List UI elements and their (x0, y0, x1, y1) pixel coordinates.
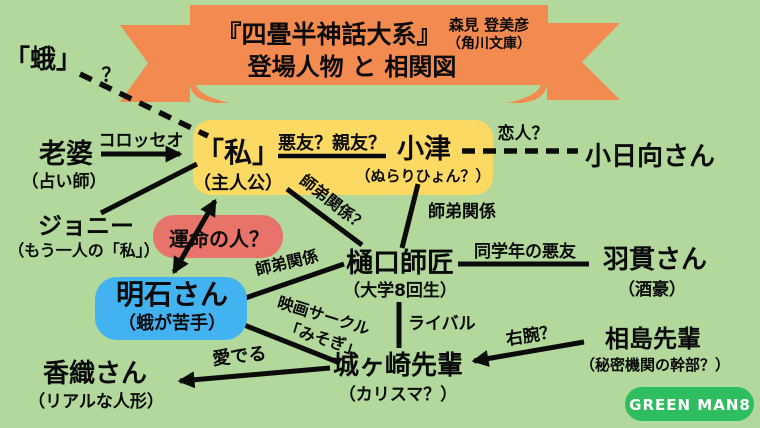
character-hanuki: 羽貫さん (603, 245, 707, 275)
banner-title-line2: 登場人物 と 相関図 (247, 53, 457, 81)
credit-badge: GREEN MAN8 (625, 387, 754, 421)
character-johnny-note: （もう一人の「私」） (8, 241, 160, 260)
banner-left-tail (120, 25, 190, 102)
label-unmei-no-hito: 運命の人？ (169, 227, 269, 251)
title-banner: 『四畳半神話大系』 登場人物 と 相関図 森見 登美彦 （角川文庫） (120, 5, 620, 103)
edge-ga-watashi (78, 71, 210, 139)
character-kaori-note: （リアルな人形） (28, 391, 164, 412)
banner-body (190, 5, 548, 85)
character-jogasaki: 城ヶ崎先輩 (333, 351, 463, 381)
character-johnny: ジョニー (38, 212, 134, 240)
badge-label: GREEN MAN8 (629, 396, 751, 414)
character-ga: 「蛾」 (4, 44, 82, 75)
characters: 「蛾」 老婆 （占い師） ジョニー （もう一人の「私」） 「私」 （主人公） 小… (4, 44, 730, 412)
edge-akashi-higuchi (227, 261, 345, 307)
edge-watashi-higuchi (285, 186, 364, 248)
banner-author: 森見 登美彦 (449, 16, 529, 34)
badge-pill (625, 387, 754, 421)
label-akuyu-shinyu: 悪友？親友？ (278, 132, 386, 154)
character-higuchi: 樋口師匠 (346, 248, 454, 279)
character-higuchi-note: （大学8回生） (343, 280, 457, 301)
label-rival: ライバル (408, 314, 476, 334)
banner-title-line1: 『四畳半神話大系』 (216, 20, 441, 49)
label-koibito: 恋人？ (498, 123, 549, 144)
character-ozu-note: （ぬらりひょん？） (355, 167, 490, 185)
edge-johnny-watashi (99, 161, 199, 216)
edges (78, 71, 589, 389)
edge-watashi-akashi (171, 198, 218, 275)
label-dougakunen-no-akuyu: 同学年の悪友 (474, 241, 576, 262)
character-watashi: 「私」 (196, 136, 280, 169)
character-aijima: 相島先輩 (605, 325, 701, 353)
banner-right-fold (507, 84, 547, 103)
character-rouba: 老婆 (39, 139, 93, 170)
character-kaori: 香織さん (43, 359, 147, 389)
character-jogasaki-note: （カリスマ？） (339, 384, 458, 405)
edge-ozu-higuchi (399, 183, 421, 249)
character-akashi-note: （蛾が苦手） (118, 312, 226, 334)
label-shitei-kankei-ozu: 師弟関係 (428, 201, 496, 222)
character-watashi-note: （主人公） (193, 172, 283, 194)
banner-right-tail (547, 23, 620, 100)
edge-aijima-jogasaki (471, 339, 585, 367)
banner-left-fold (190, 84, 230, 103)
character-akashi: 明石さん (116, 278, 228, 311)
label-moth-question: ？ (101, 64, 120, 86)
banner-publisher: （角川文庫） (447, 35, 531, 52)
character-kohinata: 小日向さん (585, 141, 715, 172)
edge-akashi-jogasaki (228, 316, 341, 366)
character-ozu: 小津 (397, 134, 451, 165)
edge-jogasaki-kaori (177, 365, 331, 389)
character-hanuki-note: （酒豪） (618, 279, 686, 300)
akashi-box (95, 277, 247, 340)
label-colosseo: コロッセオ (99, 131, 184, 151)
character-aijima-note: （秘密機関の幹部？） (580, 356, 730, 374)
character-rouba-note: （占い師） (22, 171, 107, 192)
